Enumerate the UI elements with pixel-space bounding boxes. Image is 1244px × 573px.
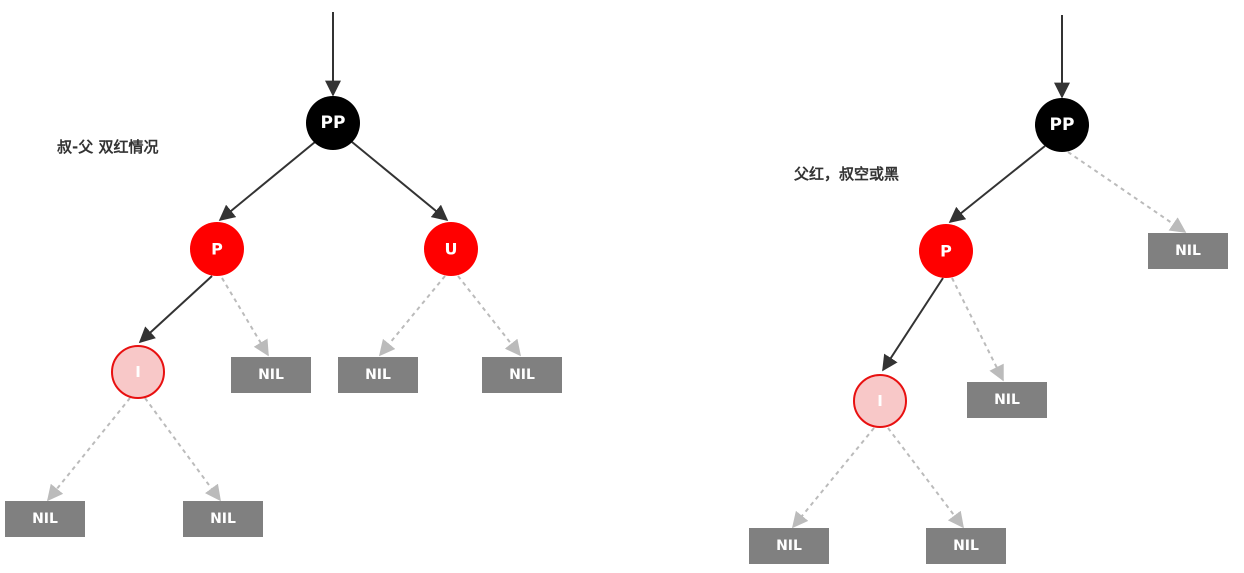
right-tree: 父红，叔空或黑 PP P I NIL NIL — [749, 15, 1228, 564]
node-p-label: P — [940, 242, 952, 261]
nil-box: NIL — [749, 528, 829, 564]
nil-box: NIL — [183, 501, 263, 537]
edge-i-nil-right — [144, 397, 221, 502]
edge-i-nil-left — [46, 397, 131, 502]
nil-label: NIL — [994, 392, 1020, 408]
nil-label: NIL — [776, 538, 802, 554]
edge-i-nil-right — [887, 427, 964, 529]
node-p: P — [190, 222, 244, 276]
nil-label: NIL — [32, 511, 58, 527]
edge-u-nil-right — [457, 275, 521, 357]
nil-label: NIL — [258, 367, 284, 383]
node-pp-label: PP — [1050, 115, 1075, 135]
left-caption: 叔-父 双红情况 — [57, 138, 158, 156]
nil-box: NIL — [338, 357, 418, 393]
edge-pp-nil — [1067, 151, 1187, 233]
right-caption: 父红，叔空或黑 — [793, 165, 899, 183]
node-pp-label: PP — [321, 113, 346, 133]
nil-box: NIL — [926, 528, 1006, 564]
edge-pp-p — [218, 141, 316, 222]
edge-pp-u — [351, 141, 449, 222]
node-u: U — [424, 222, 478, 276]
nil-label: NIL — [1175, 243, 1201, 259]
node-p-label: P — [211, 240, 223, 259]
edge-u-nil-left — [378, 275, 446, 357]
node-p: P — [919, 224, 973, 278]
nil-box: NIL — [482, 357, 562, 393]
node-i: I — [853, 374, 907, 428]
node-u-label: U — [445, 240, 458, 259]
nil-box: NIL — [231, 357, 311, 393]
edge-p-i — [882, 277, 944, 372]
nil-label: NIL — [509, 367, 535, 383]
nil-box: NIL — [5, 501, 85, 537]
edge-i-nil-left — [791, 427, 875, 529]
node-i-label: I — [877, 392, 883, 410]
nil-label: NIL — [365, 367, 391, 383]
edge-p-nil — [951, 277, 1004, 382]
nil-box: NIL — [967, 382, 1047, 418]
edge-p-nil — [221, 277, 269, 357]
node-pp: PP — [1035, 98, 1089, 152]
edge-p-i — [138, 275, 213, 344]
left-tree: 叔-父 双红情况 PP P U I NIL — [5, 12, 562, 537]
node-pp: PP — [306, 96, 360, 150]
edge-pp-p — [948, 145, 1046, 223]
nil-label: NIL — [953, 538, 979, 554]
nil-label: NIL — [210, 511, 236, 527]
node-i: I — [111, 345, 165, 399]
nil-box: NIL — [1148, 233, 1228, 269]
node-i-label: I — [135, 363, 141, 381]
